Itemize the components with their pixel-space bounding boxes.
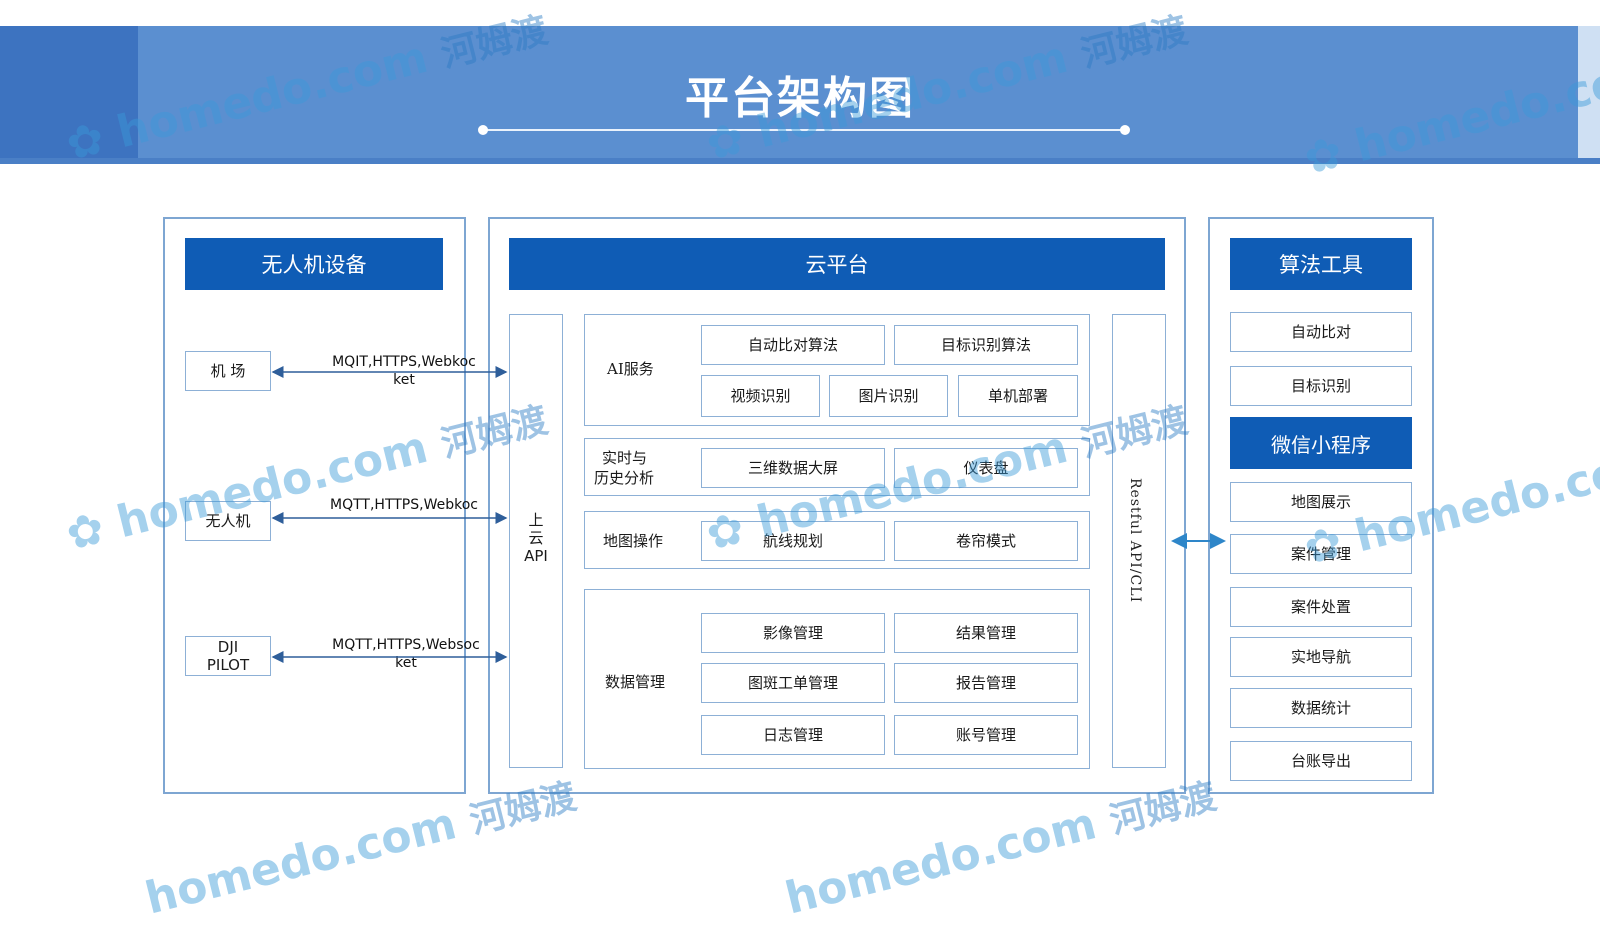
data-result-management: 结果管理 xyxy=(894,613,1078,653)
ai-target-recognition-algorithm: 目标识别算法 xyxy=(894,325,1078,365)
ai-services-label: AI服务 xyxy=(607,360,654,378)
device-airport: 机 场 xyxy=(185,351,271,391)
upload-api-line2: 云 xyxy=(528,529,544,547)
realtime-label-line2: 历史分析 xyxy=(594,468,655,487)
realtime-gauge-dashboard: 仪表盘 xyxy=(894,448,1078,488)
title-dot-left xyxy=(478,125,488,135)
mini-field-navigation: 实地导航 xyxy=(1230,637,1412,677)
header-left-accent xyxy=(0,26,138,164)
map-operation-label: 地图操作 xyxy=(603,532,664,550)
ai-video-recognition: 视频识别 xyxy=(701,375,820,417)
mini-data-statistics: 数据统计 xyxy=(1230,688,1412,728)
devices-panel-title: 无人机设备 xyxy=(185,238,443,290)
tool-target-recognition: 目标识别 xyxy=(1230,366,1412,406)
protocol-label-drone: MQTT,HTTPS,Webkoc xyxy=(304,497,504,515)
header-right-accent xyxy=(1578,26,1600,164)
map-route-planning: 航线规划 xyxy=(701,521,885,561)
title-underline xyxy=(482,129,1126,131)
cloud-panel-title: 云平台 xyxy=(509,238,1165,290)
connector-arrows xyxy=(271,366,1226,663)
upload-api-label: 上 云 API xyxy=(511,500,561,576)
protocol-drone-line1: MQTT,HTTPS,Webkoc xyxy=(330,497,478,513)
device-dji-pilot-line1: DJI xyxy=(217,638,239,656)
mini-case-handling: 案件处置 xyxy=(1230,587,1412,627)
header-band xyxy=(0,26,1600,164)
realtime-label-line1: 实时与 xyxy=(602,449,648,467)
title-dot-right xyxy=(1120,125,1130,135)
data-account-management: 账号管理 xyxy=(894,715,1078,755)
data-image-management: 影像管理 xyxy=(701,613,885,653)
realtime-3d-dashboard: 三维数据大屏 xyxy=(701,448,885,488)
restful-api-label: Restful API/CLI xyxy=(1127,478,1143,604)
upload-api-line3: API xyxy=(524,547,548,565)
ai-standalone-deploy: 单机部署 xyxy=(958,375,1078,417)
device-dji-pilot: DJI PILOT xyxy=(185,636,271,676)
tool-auto-compare: 自动比对 xyxy=(1230,312,1412,352)
restful-api-column xyxy=(1112,314,1166,768)
data-log-management: 日志管理 xyxy=(701,715,885,755)
mini-map-display: 地图展示 xyxy=(1230,482,1412,522)
data-report-management: 报告管理 xyxy=(894,663,1078,703)
algorithm-tools-title: 算法工具 xyxy=(1230,238,1412,290)
device-dji-pilot-line2: PILOT xyxy=(206,656,250,674)
data-patch-order-management: 图斑工单管理 xyxy=(701,663,885,703)
page-title: 平台架构图 xyxy=(685,73,915,124)
map-curtain-mode: 卷帘模式 xyxy=(894,521,1078,561)
device-drone: 无人机 xyxy=(185,501,271,541)
upload-api-line1: 上 xyxy=(528,511,544,529)
protocol-dji-line1: MQTT,HTTPS,Websoc xyxy=(332,637,480,653)
data-management-label: 数据管理 xyxy=(605,673,666,691)
ai-image-recognition: 图片识别 xyxy=(829,375,948,417)
mini-case-management: 案件管理 xyxy=(1230,534,1412,574)
header-bottom-line xyxy=(0,158,1600,164)
wechat-mini-program-title: 微信小程序 xyxy=(1230,417,1412,469)
realtime-analysis-label: 实时与 历史分析 xyxy=(594,449,654,488)
ai-auto-compare-algorithm: 自动比对算法 xyxy=(701,325,885,365)
mini-ledger-export: 台账导出 xyxy=(1230,741,1412,781)
